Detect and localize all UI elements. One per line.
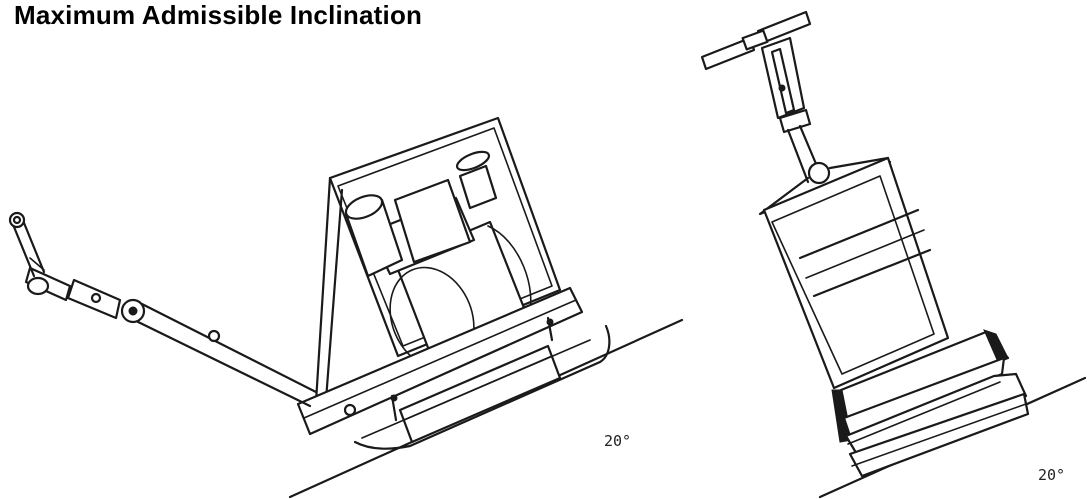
right-frame (762, 156, 950, 390)
left-handle-arm (8, 211, 318, 408)
page-title: Maximum Admissible Inclination (14, 0, 423, 30)
right-figure: 20° (700, 10, 1087, 499)
right-t-handle (700, 10, 812, 134)
left-fuel-tank (344, 194, 404, 278)
left-frame (328, 116, 562, 358)
right-angle-label: 20° (1038, 466, 1065, 484)
right-base-plate (831, 329, 1030, 478)
left-angle-label: 20° (604, 432, 631, 450)
left-compactor (8, 116, 611, 450)
right-compactor (700, 10, 1030, 478)
left-base-plate (296, 286, 584, 436)
left-filler-cap (455, 150, 498, 210)
left-figure: 20° (8, 116, 684, 499)
